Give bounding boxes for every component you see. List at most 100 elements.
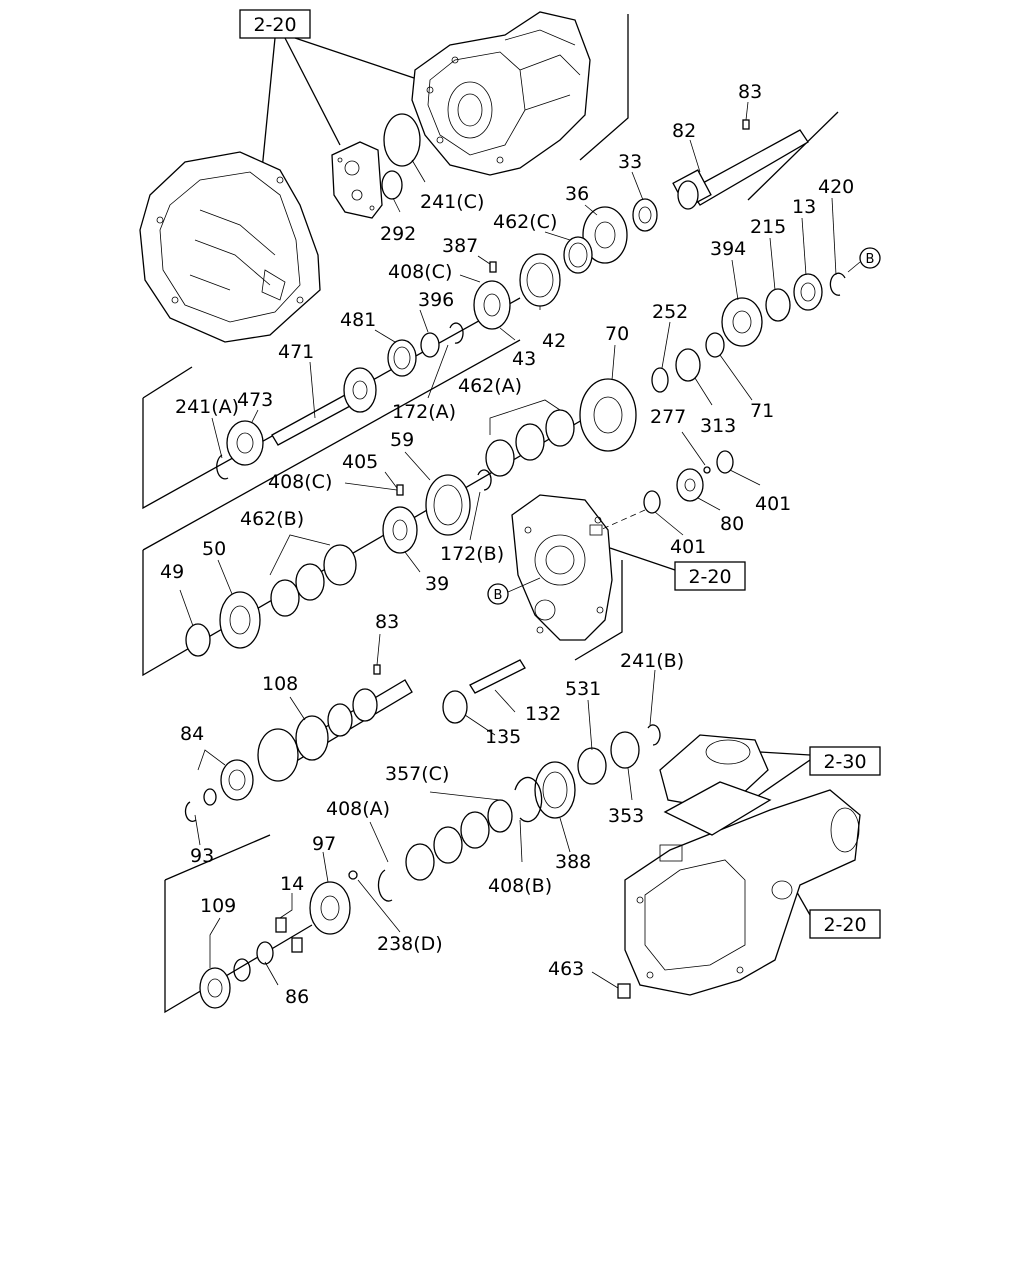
sleeve-42 [519, 253, 561, 307]
ref-label: 2-30 [823, 751, 866, 773]
spring-405 [396, 484, 404, 496]
part-label-473: 473 [237, 389, 273, 411]
ref-box-2-20-top[interactable]: 2-20 [239, 9, 311, 39]
ring-462c [563, 236, 593, 274]
ref-box-2-30[interactable]: 2-30 [809, 746, 881, 776]
ring-531 [577, 747, 607, 785]
bearing-84 [203, 759, 254, 806]
part-label-531: 531 [565, 678, 601, 700]
part-label-408c-top: 408(C) [388, 261, 452, 283]
part-label-241b: 241(B) [620, 650, 684, 672]
ring-481 [387, 339, 417, 377]
part-label-357c: 357(C) [385, 763, 449, 785]
part-label-396: 396 [418, 289, 454, 311]
part-label-408c-mid: 408(C) [268, 471, 332, 493]
part-label-401-a: 401 [755, 493, 791, 515]
leader-lines [179, 101, 837, 989]
circle-b-right: B [859, 247, 881, 269]
part-label-172a: 172(A) [392, 401, 456, 423]
part-label-86: 86 [285, 986, 309, 1008]
part-label-42: 42 [542, 330, 566, 352]
ref-box-2-20-bottom[interactable]: 2-20 [809, 909, 881, 939]
part-label-43: 43 [512, 348, 536, 370]
ref-label: 2-20 [688, 566, 731, 588]
part-label-238d: 238(D) [377, 933, 443, 955]
part-label-388: 388 [555, 851, 591, 873]
part-label-405: 405 [342, 451, 378, 473]
gear-70 [579, 378, 637, 452]
bearing-396 [420, 332, 440, 358]
mainshaft [672, 129, 809, 210]
gear-50 [219, 591, 261, 649]
snap-ring-93 [184, 801, 197, 822]
part-label-84: 84 [180, 723, 204, 745]
bearing-80 [676, 468, 704, 502]
hub-39 [382, 506, 418, 554]
snap-ring-172a [449, 322, 464, 344]
part-label-36: 36 [565, 183, 589, 205]
part-label-82: 82 [672, 120, 696, 142]
part-83-pin-mid [373, 664, 381, 675]
idler-gear-135 [442, 690, 468, 724]
part-label-215: 215 [750, 216, 786, 238]
snap-ring-408a [377, 869, 393, 902]
gear-97 [309, 881, 351, 935]
part-label-71: 71 [750, 400, 774, 422]
bolt-463 [617, 983, 631, 999]
part-label-132: 132 [525, 703, 561, 725]
idler-shaft-132 [469, 659, 526, 694]
snap-ring-241b [647, 724, 661, 746]
extension-housing [624, 789, 861, 996]
shift-cover [659, 734, 772, 836]
input-shaft-471 [271, 367, 377, 446]
part-label-241a: 241(A) [175, 396, 239, 418]
sleeve-59 [425, 474, 471, 536]
part-label-252: 252 [652, 301, 688, 323]
part-label-80: 80 [720, 513, 744, 535]
part-label-481: 481 [340, 309, 376, 331]
part-label-387: 387 [442, 235, 478, 257]
part-label-39: 39 [425, 573, 449, 595]
part-label-277: 277 [650, 406, 686, 428]
snap-ring-215 [765, 288, 791, 322]
intermediate-plate [511, 494, 613, 641]
part-label-172b: 172(B) [440, 543, 504, 565]
snap-ring-241a [216, 454, 229, 480]
ref-box-2-20-mid[interactable]: 2-20 [674, 561, 746, 591]
bearing-49 [185, 623, 211, 657]
part-label-49: 49 [160, 561, 184, 583]
part-label-408b: 408(B) [488, 875, 552, 897]
clutch-housing [139, 151, 321, 343]
snap-ring-408b [514, 776, 543, 823]
part-83-pin [742, 119, 750, 130]
part-label-33: 33 [618, 151, 642, 173]
part-label-97: 97 [312, 833, 336, 855]
rings-357c [405, 799, 513, 881]
washer-86 [256, 941, 274, 965]
part-label-408a: 408(A) [326, 798, 390, 820]
part-label-70: 70 [605, 323, 629, 345]
part-label-420: 420 [818, 176, 854, 198]
part-label-50: 50 [202, 538, 226, 560]
part-label-13: 13 [792, 196, 816, 218]
snap-ring-401a [716, 450, 734, 474]
part-label-83: 83 [738, 81, 762, 103]
sleeve-388 [534, 761, 576, 819]
part-label-313: 313 [700, 415, 736, 437]
part-label-292: 292 [380, 223, 416, 245]
part-label-59: 59 [390, 429, 414, 451]
part-label-108: 108 [262, 673, 298, 695]
part-label-353: 353 [608, 805, 644, 827]
gear-36 [582, 206, 628, 264]
part-label-241c: 241(C) [420, 191, 484, 213]
rings-462b [270, 544, 357, 617]
rings-462a [485, 409, 575, 477]
circle-b-left: B [487, 583, 509, 605]
cover-plate [331, 141, 383, 219]
bearing-33 [632, 198, 658, 232]
part-label-462a: 462(A) [458, 375, 522, 397]
ref-label: 2-20 [823, 914, 866, 936]
bearing-473 [226, 420, 264, 466]
bearing-313 [675, 348, 701, 382]
